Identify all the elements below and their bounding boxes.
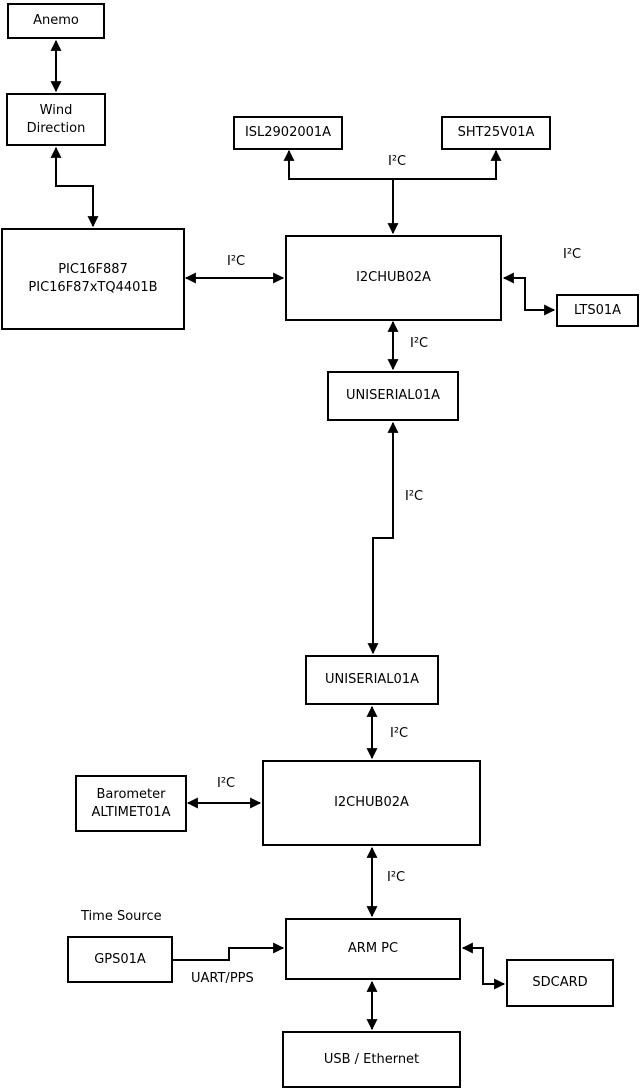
label-i2c-hub1-lts: I²C — [563, 247, 582, 262]
label-i2c-pic-hub1: I²C — [227, 254, 246, 269]
node-wind-direction: Wind Direction — [6, 93, 106, 146]
node-i2chub02a-top-label: I2CHUB02A — [356, 270, 431, 286]
node-arm-pc-label: ARM PC — [347, 941, 399, 957]
node-uniserial01a-upper-label: UNISERIAL01A — [346, 388, 440, 404]
node-barometer-line2: ALTIMET01A — [91, 804, 171, 820]
node-uniserial01a-lower-label: UNISERIAL01A — [325, 672, 419, 688]
label-time-source: Time Source — [81, 909, 162, 924]
node-i2chub02a-bottom-label: I2CHUB02A — [334, 795, 409, 811]
node-pic16f887: PIC16F887 PIC16F87xTQ4401B — [1, 228, 185, 330]
node-gps01a-label: GPS01A — [94, 951, 146, 967]
node-wind-direction-line2: Direction — [26, 120, 86, 136]
node-isl2902001a: ISL2902001A — [233, 116, 343, 150]
node-barometer-line1: Barometer — [96, 786, 166, 802]
node-sht25v01a: SHT25V01A — [441, 116, 551, 150]
node-anemo-label: Anemo — [33, 13, 79, 29]
node-pic16f887-line2: PIC16F87xTQ4401B — [28, 280, 158, 295]
node-anemo: Anemo — [7, 3, 105, 39]
node-uniserial01a-upper: UNISERIAL01A — [327, 371, 459, 421]
node-sdcard-label: SDCARD — [532, 975, 588, 991]
label-i2c-uniserial2-hub2: I²C — [390, 726, 409, 741]
connector-arm-sdcard — [461, 942, 506, 990]
node-lts01a-label: LTS01A — [573, 302, 622, 318]
connector-hub1-lts — [502, 272, 556, 316]
node-usb-ethernet-label: USB / Ethernet — [323, 1051, 420, 1067]
node-lts01a: LTS01A — [556, 294, 639, 327]
node-i2chub02a-bottom: I2CHUB02A — [262, 760, 481, 846]
node-gps01a: GPS01A — [67, 936, 173, 983]
connector-winddirection-pic — [50, 146, 99, 228]
node-usb-ethernet: USB / Ethernet — [282, 1031, 461, 1088]
node-isl2902001a-label: ISL2902001A — [244, 125, 332, 141]
connector-gps-arm — [173, 942, 285, 961]
node-uniserial01a-lower: UNISERIAL01A — [305, 655, 439, 705]
label-uart-pps: UART/PPS — [191, 971, 254, 986]
node-barometer-altimet01a: Barometer ALTIMET01A — [75, 775, 187, 832]
node-arm-pc: ARM PC — [285, 918, 461, 980]
label-i2c-branch: I²C — [388, 154, 407, 169]
node-i2chub02a-top: I2CHUB02A — [285, 235, 502, 321]
label-i2c-hub1-uniserial1: I²C — [410, 336, 429, 351]
node-pic16f887-line1: PIC16F887 — [58, 262, 128, 278]
node-sdcard: SDCARD — [506, 959, 614, 1007]
label-i2c-barometer-hub2: I²C — [217, 776, 236, 791]
label-i2c-uniserial-link: I²C — [405, 489, 424, 504]
connector-uniserial1-uniserial2 — [367, 421, 399, 655]
label-i2c-hub2-arm: I²C — [387, 870, 406, 885]
node-wind-direction-line1: Wind — [39, 102, 73, 118]
node-sht25v01a-label: SHT25V01A — [457, 125, 535, 141]
